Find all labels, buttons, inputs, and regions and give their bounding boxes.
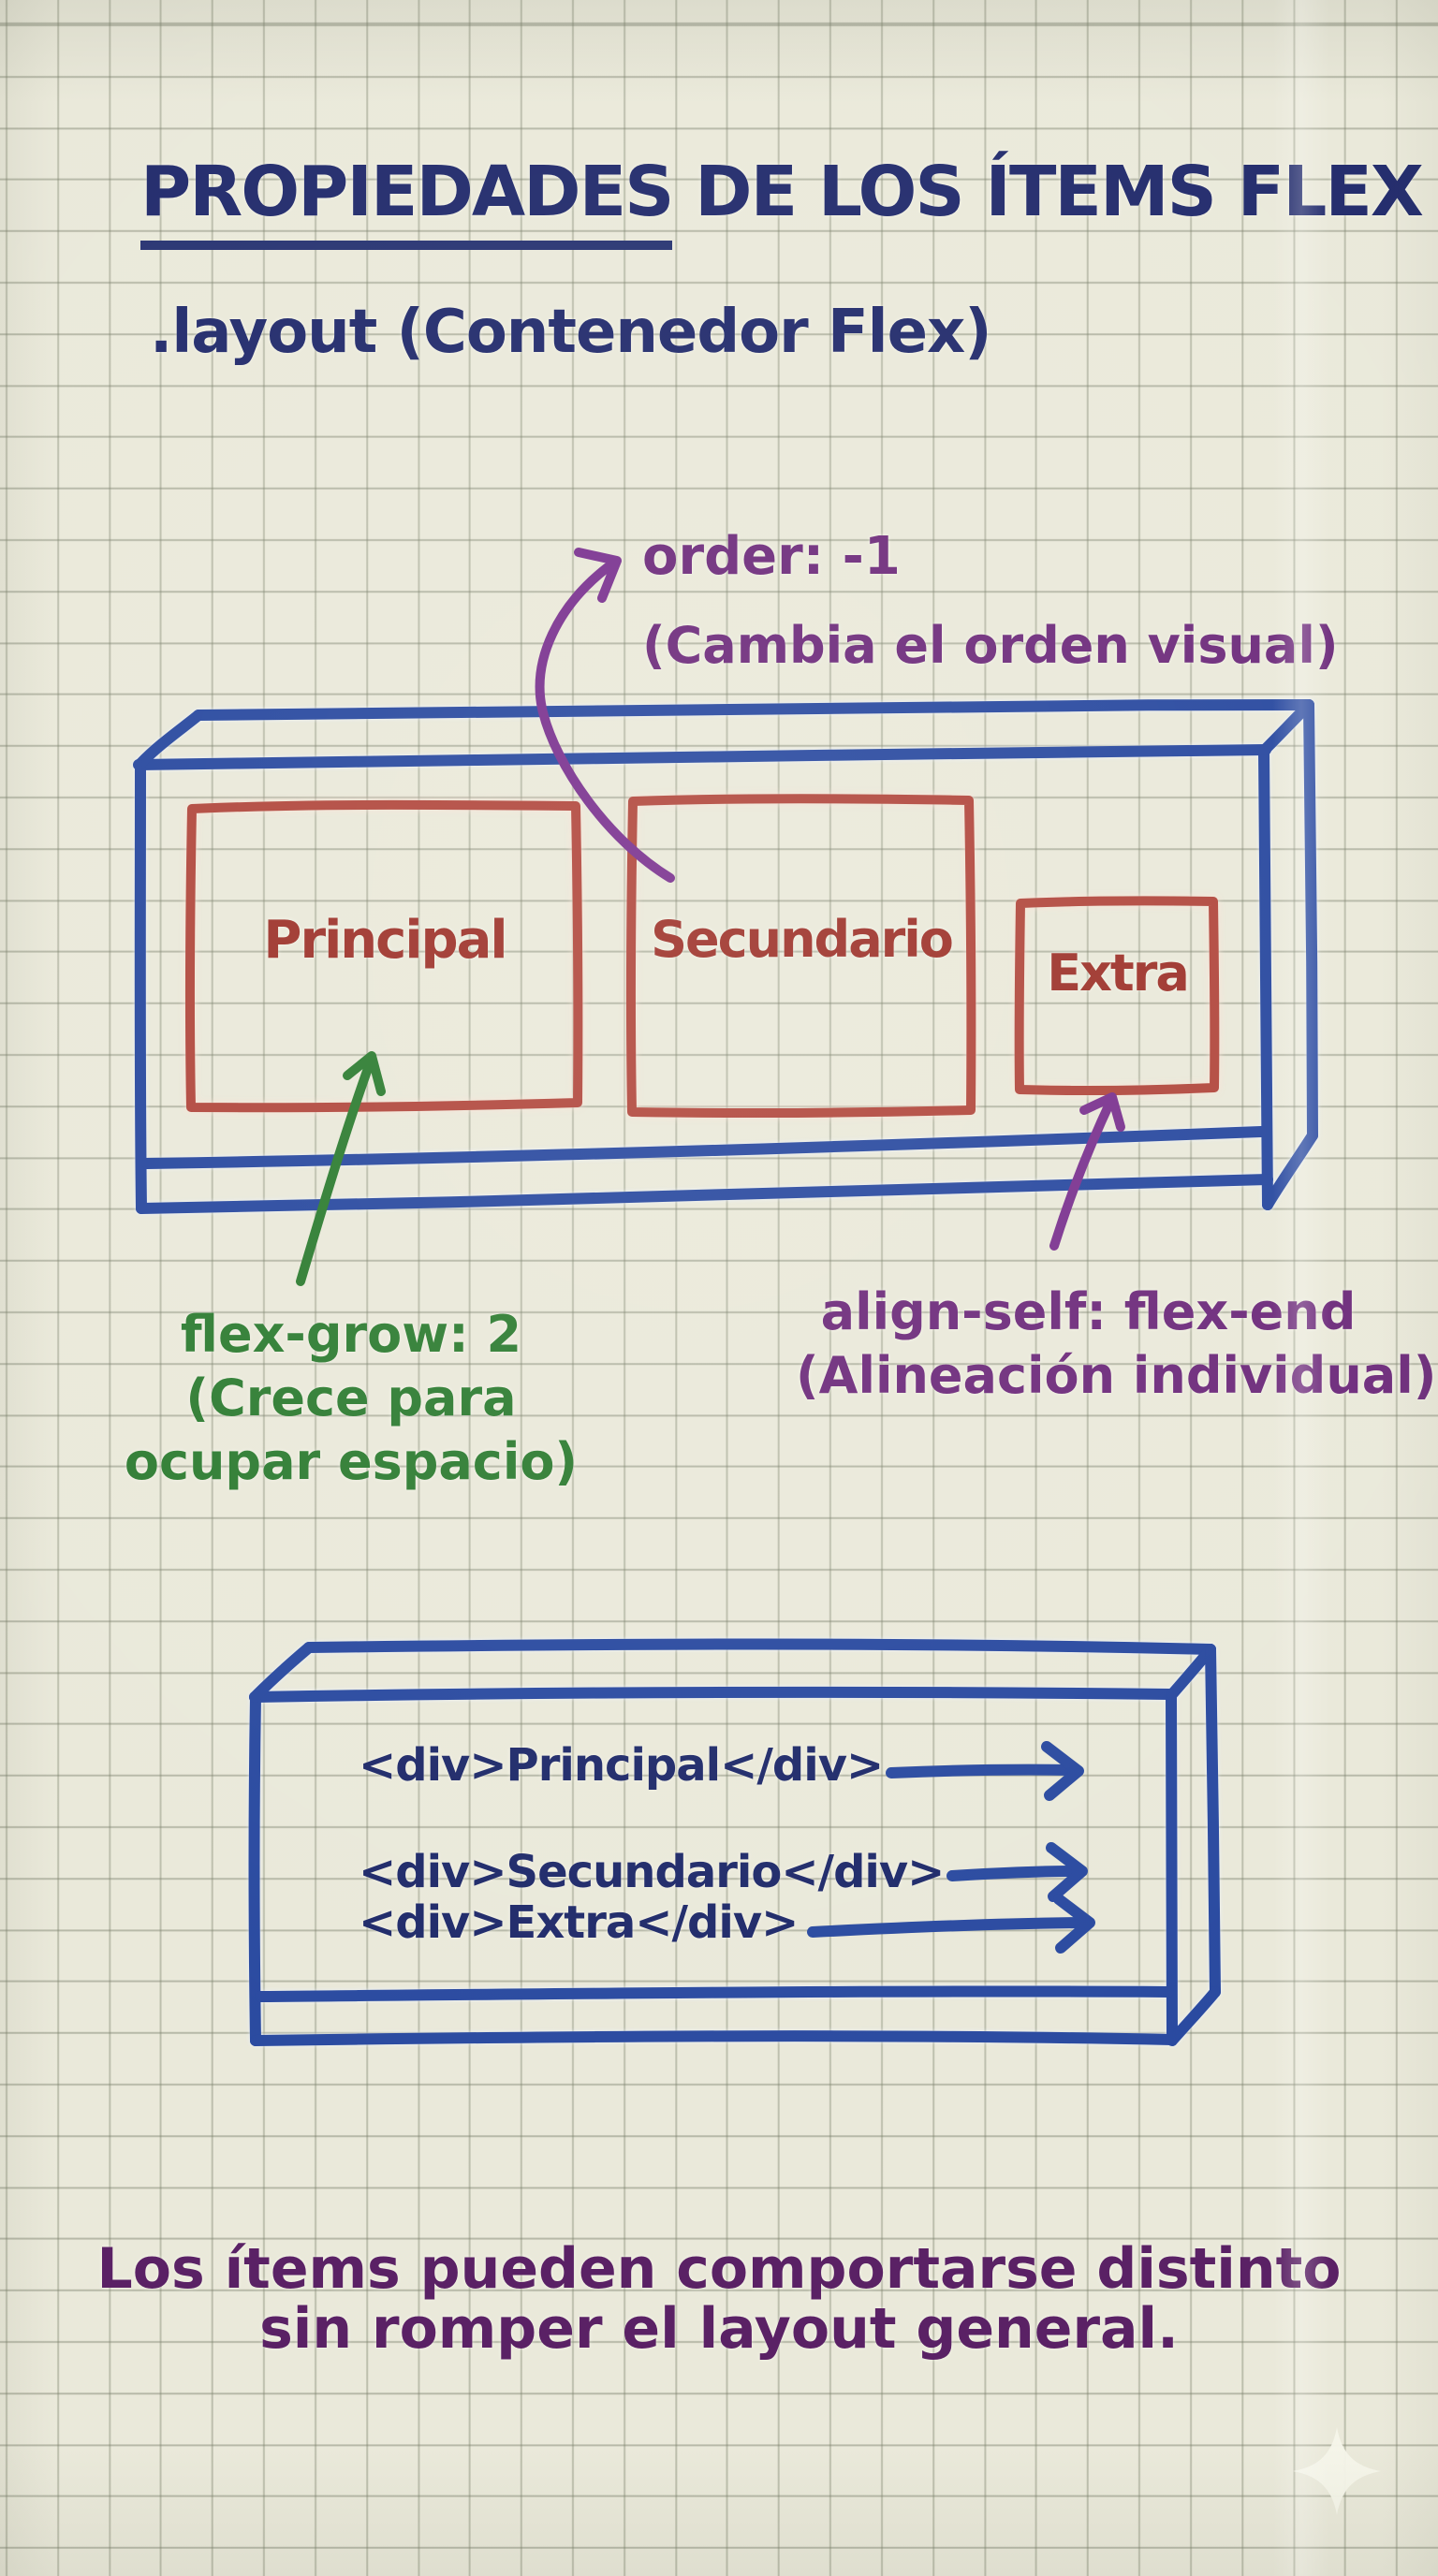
code-box-drawing: [248, 1638, 1221, 2046]
flex-grow-note-line2: ocupar espacio): [124, 1432, 579, 1491]
flex-container-box-drawing: [133, 699, 1318, 1214]
container-top-left-diagonal: [135, 710, 204, 769]
order-annotation-property: order: -1: [642, 526, 901, 587]
codebox-front-left-edge: [248, 1691, 261, 2046]
codebox-back-right-edge: [1205, 1644, 1221, 1998]
flex-grow-arrow: [296, 1051, 386, 1286]
align-self-arrow: [1049, 1092, 1125, 1251]
code-arrow-principal-head: [1041, 1741, 1084, 1801]
code-flow-arrows: [807, 1741, 1095, 1954]
flex-grow-note-line1: (Crece para: [185, 1368, 517, 1427]
codebox-back-top-edge: [303, 1638, 1216, 1655]
container-top-right-diagonal: [1259, 699, 1314, 755]
page-title: PROPIEDADES DE LOS ÍTEMS FLEX: [140, 151, 1424, 250]
container-back-right-edge: [1303, 699, 1318, 1141]
subtitle: .layout (Contenedor Flex): [150, 298, 992, 367]
code-arrow-extra-head: [1053, 1894, 1095, 1954]
align-self-note: (Alineación individual): [796, 1346, 1437, 1405]
align-self-arrow-shaft: [1049, 1095, 1116, 1251]
item-secundario-box: [625, 794, 976, 1119]
align-self-property: align-self: flex-end: [820, 1282, 1357, 1341]
item-label-secundario: Secundario: [651, 910, 954, 969]
container-front-right-edge: [1258, 744, 1273, 1210]
flex-grow-arrow-head: [343, 1051, 386, 1096]
code-line-extra: <div>Extra</div>: [359, 1896, 799, 1949]
order-annotation-note: (Cambia el orden visual): [642, 616, 1339, 675]
conclusion-line1: Los ítems pueden comportarse distinto: [96, 2236, 1342, 2302]
item-principal-box: [184, 799, 583, 1113]
code-arrow-secundario-head: [1046, 1842, 1088, 1902]
container-back-top-edge: [193, 699, 1314, 721]
code-arrow-extra-shaft: [807, 1917, 1090, 1938]
container-front-top-edge: [133, 744, 1271, 770]
align-self-arrow-head: [1079, 1092, 1125, 1132]
order-arrow-head: [574, 548, 622, 603]
flex-grow-property: flex-grow: 2: [180, 1305, 522, 1364]
code-arrow-secundario-shaft: [946, 1866, 1082, 1881]
item-label-extra: Extra: [1047, 944, 1190, 1003]
order-arrow: [535, 548, 675, 883]
code-line-secundario: <div>Secundario</div>: [359, 1846, 945, 1898]
item-extra-box: [1014, 896, 1220, 1096]
container-front-left-edge: [134, 758, 147, 1214]
code-arrow-principal-shaft: [886, 1764, 1078, 1778]
container-bottom-right-diagonal: [1262, 1130, 1318, 1210]
conclusion-text: Los ítems pueden comportarse distinto si…: [0, 2239, 1438, 2359]
codebox-bottom-right-diagonal: [1167, 1986, 1221, 2046]
codebox-top-left-diagonal: [249, 1642, 315, 1703]
code-line-principal: <div>Principal</div>: [359, 1739, 884, 1792]
codebox-front-top-edge: [249, 1686, 1177, 1703]
conclusion-line2: sin romper el layout general.: [259, 2296, 1179, 2362]
title-rest: DE LOS ÍTEMS FLEX: [672, 151, 1424, 232]
flex-items-drawing: [184, 794, 1220, 1119]
codebox-inner-bottom-line: [255, 1985, 1174, 2002]
flex-grow-annotation: flex-grow: 2 (Crece para ocupar espacio): [103, 1303, 599, 1494]
flex-grow-arrow-shaft: [296, 1056, 375, 1286]
codebox-top-right-diagonal: [1167, 1644, 1216, 1700]
sparkle-icon: [1293, 2427, 1381, 2515]
codebox-front-bottom-edge: [250, 2030, 1178, 2046]
item-label-principal: Principal: [263, 910, 507, 971]
title-underlined-word: PROPIEDADES: [140, 151, 674, 250]
align-self-annotation: align-self: flex-end (Alineación individ…: [796, 1281, 1437, 1408]
container-front-bottom-edge: [136, 1174, 1273, 1214]
container-inner-bottom-line: [141, 1126, 1267, 1169]
order-arrow-shaft: [535, 563, 675, 883]
